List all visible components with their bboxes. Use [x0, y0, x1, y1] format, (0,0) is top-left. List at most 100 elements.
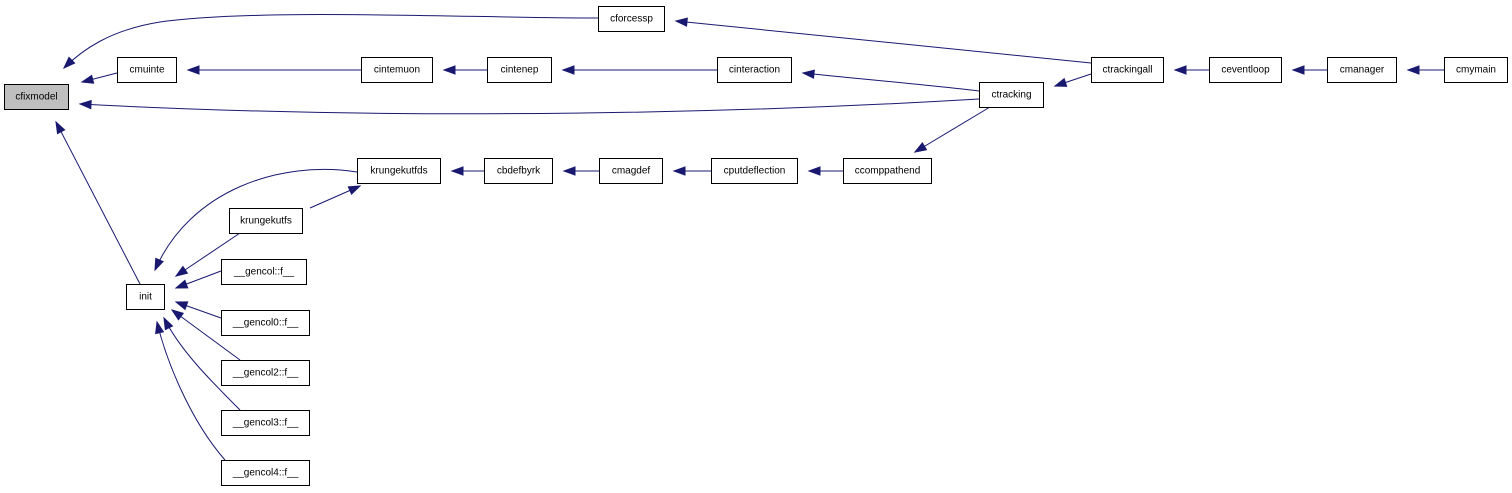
node-box-ccomppathend[interactable]: [843, 158, 932, 184]
node-box-cmymain[interactable]: [1444, 57, 1508, 83]
node-box-cforcessp[interactable]: [598, 6, 665, 32]
node-cputdeflection[interactable]: cputdeflection: [711, 158, 798, 184]
arrowhead-krungekutfds-to-init: [154, 257, 164, 272]
node-label-cmanager: cmanager: [1340, 65, 1385, 76]
nodes-layer: cfixmodel cforcessp cmuinte cintemuon cinten…: [4, 6, 1508, 486]
node-krungekutfds[interactable]: krungekutfds: [357, 158, 441, 184]
edge-ctrackingall-to-cforcessp: [675, 20, 1092, 64]
node-label-cintenep: cintenep: [501, 65, 539, 76]
edge-gencol2_f-to-init: [171, 309, 241, 361]
node-ccomppathend[interactable]: ccomppathend: [843, 158, 932, 184]
node-gencol4_f[interactable]: __gencol4::f__: [221, 460, 310, 486]
node-box-cmanager[interactable]: [1327, 57, 1397, 83]
arrowhead-cputdeflection-to-cmagdef: [672, 166, 686, 176]
edge-ctracking-to-ccomppathend: [914, 106, 991, 153]
arrowhead-gencol2_f-to-init: [170, 309, 185, 321]
arrowhead-cforcessp-to-cfixmodel: [62, 56, 76, 70]
arrowhead-cinteraction-to-cintenep: [561, 65, 575, 75]
node-cfixmodel[interactable]: cfixmodel: [4, 84, 69, 110]
node-gencol3_f[interactable]: __gencol3::f__: [221, 410, 310, 436]
node-init[interactable]: init: [126, 284, 165, 310]
arrowhead-ctrackingall-to-ctracking: [1053, 77, 1068, 87]
node-label-cputdeflection: cputdeflection: [724, 166, 786, 177]
node-krungekutfs[interactable]: krungekutfs: [229, 208, 303, 234]
node-cinteraction[interactable]: cinteraction: [717, 57, 792, 83]
node-box-cmagdef[interactable]: [599, 158, 663, 184]
node-box-cinteraction[interactable]: [717, 57, 792, 83]
arrowhead-cbdefbyrk-to-krungekutfds: [450, 166, 464, 176]
edge-ctracking-to-cinteraction: [802, 72, 980, 92]
node-box-cfixmodel[interactable]: [4, 84, 69, 110]
node-cmagdef[interactable]: cmagdef: [599, 158, 663, 184]
node-ctrackingall[interactable]: ctrackingall: [1091, 57, 1164, 83]
arrowhead-krungekutfs-to-init: [174, 265, 189, 277]
node-box-krungekutfs[interactable]: [229, 208, 303, 234]
arrowhead-ctracking-to-ccomppathend: [913, 142, 928, 153]
node-cintemuon[interactable]: cintemuon: [361, 57, 433, 83]
arrowhead-gencol_f-to-init: [174, 279, 189, 289]
arrowhead-ctracking-to-cfixmodel: [78, 99, 92, 110]
edge-gencol3_f-to-init: [163, 317, 241, 411]
node-box-gencol3_f[interactable]: [221, 410, 310, 436]
arrowhead-ctracking-to-cinteraction: [801, 69, 815, 79]
node-box-gencol0_f[interactable]: [221, 310, 310, 336]
node-box-cintenep[interactable]: [487, 57, 552, 83]
node-label-cfixmodel: cfixmodel: [15, 92, 57, 103]
arrowhead-gencol3_f-to-init: [163, 316, 174, 331]
node-box-init[interactable]: [126, 284, 165, 310]
arrowhead-cintenep-to-cintemuon: [442, 65, 456, 75]
node-label-gencol2_f: __gencol2::f__: [232, 368, 299, 379]
node-ceventloop[interactable]: ceventloop: [1209, 57, 1282, 83]
node-gencol0_f[interactable]: __gencol0::f__: [221, 310, 310, 336]
node-label-krungekutfds: krungekutfds: [370, 166, 427, 177]
node-box-ctracking[interactable]: [979, 82, 1044, 108]
arrowhead-cmuinte-to-cfixmodel: [80, 74, 95, 84]
arrowhead-krungekutfs-to-krungekutfds: [347, 185, 362, 195]
node-gencol2_f[interactable]: __gencol2::f__: [221, 360, 310, 386]
node-label-init: init: [139, 292, 152, 303]
node-box-gencol4_f[interactable]: [221, 460, 310, 486]
node-label-ctrackingall: ctrackingall: [1102, 65, 1152, 76]
edge-krungekutfs-to-init: [175, 232, 241, 277]
node-ctracking[interactable]: ctracking: [979, 82, 1044, 108]
node-label-ctracking: ctracking: [991, 90, 1031, 101]
node-cintenep[interactable]: cintenep: [487, 57, 552, 83]
node-box-cputdeflection[interactable]: [711, 158, 798, 184]
node-cmuinte[interactable]: cmuinte: [117, 57, 177, 83]
arrowhead-ctrackingall-to-cforcessp: [674, 17, 688, 27]
edges-layer: [55, 14, 1444, 461]
node-cbdefbyrk[interactable]: cbdefbyrk: [484, 158, 553, 184]
node-box-krungekutfds[interactable]: [357, 158, 441, 184]
node-box-cmuinte[interactable]: [117, 57, 177, 83]
node-label-cinteraction: cinteraction: [729, 65, 780, 76]
node-cmanager[interactable]: cmanager: [1327, 57, 1397, 83]
arrowhead-cmagdef-to-cbdefbyrk: [562, 166, 576, 176]
node-box-gencol2_f[interactable]: [221, 360, 310, 386]
node-label-ccomppathend: ccomppathend: [855, 166, 921, 177]
arrowhead-ceventloop-to-ctrackingall: [1173, 65, 1187, 75]
node-label-gencol4_f: __gencol4::f__: [232, 468, 299, 479]
node-box-gencol_f[interactable]: [221, 259, 307, 285]
node-label-cbdefbyrk: cbdefbyrk: [497, 166, 541, 177]
arrowhead-cintemuon-to-cmuinte: [186, 65, 200, 75]
arrowhead-gencol4_f-to-init: [155, 320, 165, 335]
node-label-krungekutfs: krungekutfs: [240, 216, 292, 227]
edge-init-to-cfixmodel: [55, 121, 141, 285]
node-label-cintemuon: cintemuon: [374, 65, 420, 76]
node-label-ceventloop: ceventloop: [1221, 65, 1270, 76]
node-box-ctrackingall[interactable]: [1091, 57, 1164, 83]
edge-cforcessp-to-cfixmodel: [63, 14, 599, 69]
node-cforcessp[interactable]: cforcessp: [598, 6, 665, 32]
node-cmymain[interactable]: cmymain: [1444, 57, 1508, 83]
edge-krungekutfds-to-init: [154, 169, 358, 271]
node-label-cmuinte: cmuinte: [129, 65, 164, 76]
node-gencol_f[interactable]: __gencol::f__: [221, 259, 307, 285]
node-box-cbdefbyrk[interactable]: [484, 158, 553, 184]
arrowhead-gencol0_f-to-init: [174, 301, 189, 311]
arrowhead-init-to-cfixmodel: [55, 120, 66, 135]
node-label-gencol0_f: __gencol0::f__: [232, 318, 299, 329]
node-box-ceventloop[interactable]: [1209, 57, 1282, 83]
node-box-cintemuon[interactable]: [361, 57, 433, 83]
node-label-cmagdef: cmagdef: [612, 166, 651, 177]
